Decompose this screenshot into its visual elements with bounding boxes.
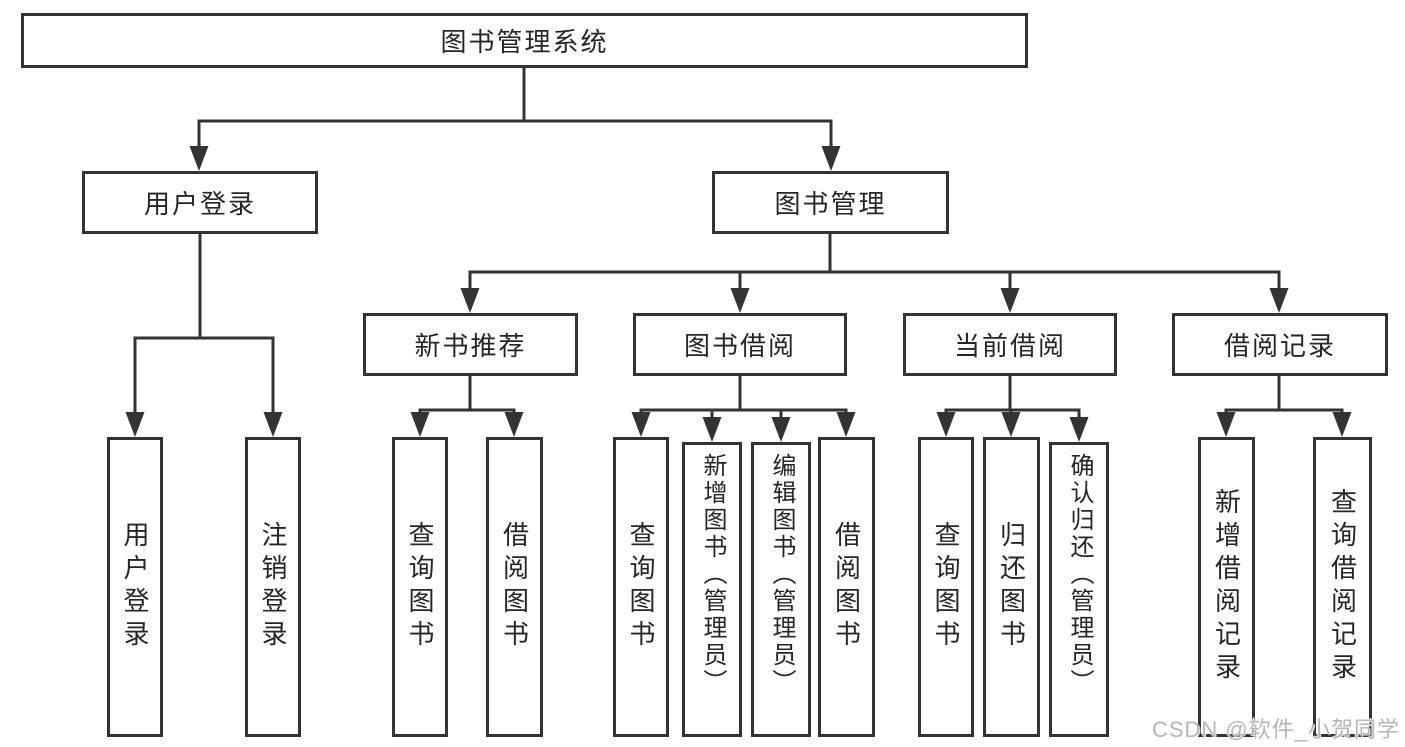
node-book-management: 图书管理 — [712, 171, 949, 234]
connector-book-management-children — [468, 232, 1281, 294]
node-nbr-query-books-label: 查询图书 — [405, 521, 435, 653]
node-br-add-record-label: 新增借阅记录 — [1211, 488, 1242, 686]
node-book-borrow-label: 图书借阅 — [683, 331, 796, 361]
node-bb-query-books-label: 查询图书 — [626, 521, 656, 653]
arrowhead — [1216, 412, 1236, 437]
node-user-login-action-label: 用户登录 — [120, 521, 150, 653]
arrowhead — [504, 412, 524, 437]
arrowhead — [125, 412, 145, 437]
node-br-add-record: 新增借阅记录 — [1198, 437, 1255, 737]
node-borrow-records-label: 借阅记录 — [1223, 331, 1336, 361]
arrowhead — [410, 412, 430, 437]
node-logout-label: 注销登录 — [258, 521, 288, 653]
arrowhead — [1000, 288, 1020, 313]
node-library-management-system: 图书管理系统 — [21, 13, 1028, 68]
watermark: CSDN @软件_小贺同学 — [1151, 717, 1400, 742]
connector-new-book-recommend-children — [418, 374, 516, 420]
node-bb-edit-books-admin-label: 编辑图书（管理员） — [768, 453, 795, 696]
node-user-login: 用户登录 — [82, 171, 318, 234]
connector-root-to-level1 — [197, 66, 833, 152]
arrowhead — [836, 412, 856, 437]
node-current-borrow: 当前借阅 — [903, 313, 1117, 376]
connector-user-login-children — [133, 232, 275, 418]
node-borrow-records: 借阅记录 — [1172, 313, 1388, 376]
node-br-query-record: 查询借阅记录 — [1313, 437, 1372, 737]
arrowhead — [1269, 288, 1289, 313]
arrowhead — [821, 146, 841, 171]
arrowhead — [189, 146, 209, 171]
arrowhead — [1069, 417, 1089, 442]
arrowhead — [631, 412, 651, 437]
arrowhead — [702, 417, 722, 442]
connector-book-borrow-children — [639, 374, 848, 423]
node-new-book-recommend-label: 新书推荐 — [414, 331, 527, 361]
arrowhead — [730, 288, 750, 313]
arrowheads — [125, 146, 1352, 442]
node-book-borrow: 图书借阅 — [633, 313, 847, 376]
node-new-book-recommend: 新书推荐 — [363, 313, 578, 376]
node-cb-return-books: 归还图书 — [983, 437, 1040, 737]
node-user-login-action: 用户登录 — [107, 437, 163, 737]
node-bb-borrow-books-label: 借阅图书 — [831, 521, 862, 653]
node-cb-return-books-label: 归还图书 — [996, 521, 1027, 653]
node-nbr-borrow-books: 借阅图书 — [486, 437, 543, 737]
node-nbr-query-books: 查询图书 — [392, 437, 448, 737]
arrowhead — [1001, 412, 1021, 437]
node-library-management-system-label: 图书管理系统 — [440, 27, 609, 57]
arrowhead — [1332, 412, 1352, 437]
node-user-login-label: 用户登录 — [143, 189, 256, 219]
node-bb-edit-books-admin: 编辑图书（管理员） — [751, 442, 811, 737]
arrowhead — [936, 412, 956, 437]
node-book-management-label: 图书管理 — [774, 189, 887, 219]
arrowhead — [771, 417, 791, 442]
node-bb-add-books-admin-label: 新增图书（管理员） — [699, 453, 726, 696]
node-bb-add-books-admin: 新增图书（管理员） — [682, 442, 742, 737]
arrowhead — [263, 412, 283, 437]
node-cb-confirm-return-admin: 确认归还（管理员） — [1049, 442, 1109, 737]
arrowhead — [460, 288, 480, 313]
node-bb-query-books: 查询图书 — [613, 437, 669, 737]
connector-borrow-records-children — [1224, 374, 1344, 420]
node-cb-query-books: 查询图书 — [918, 437, 974, 737]
node-current-borrow-label: 当前借阅 — [953, 331, 1066, 361]
node-nbr-borrow-books-label: 借阅图书 — [499, 521, 530, 653]
node-logout: 注销登录 — [245, 437, 301, 737]
node-br-query-record-label: 查询借阅记录 — [1327, 488, 1358, 686]
node-cb-confirm-return-admin-label: 确认归还（管理员） — [1066, 453, 1093, 696]
node-bb-borrow-books: 借阅图书 — [818, 437, 875, 737]
node-cb-query-books-label: 查询图书 — [931, 521, 961, 653]
